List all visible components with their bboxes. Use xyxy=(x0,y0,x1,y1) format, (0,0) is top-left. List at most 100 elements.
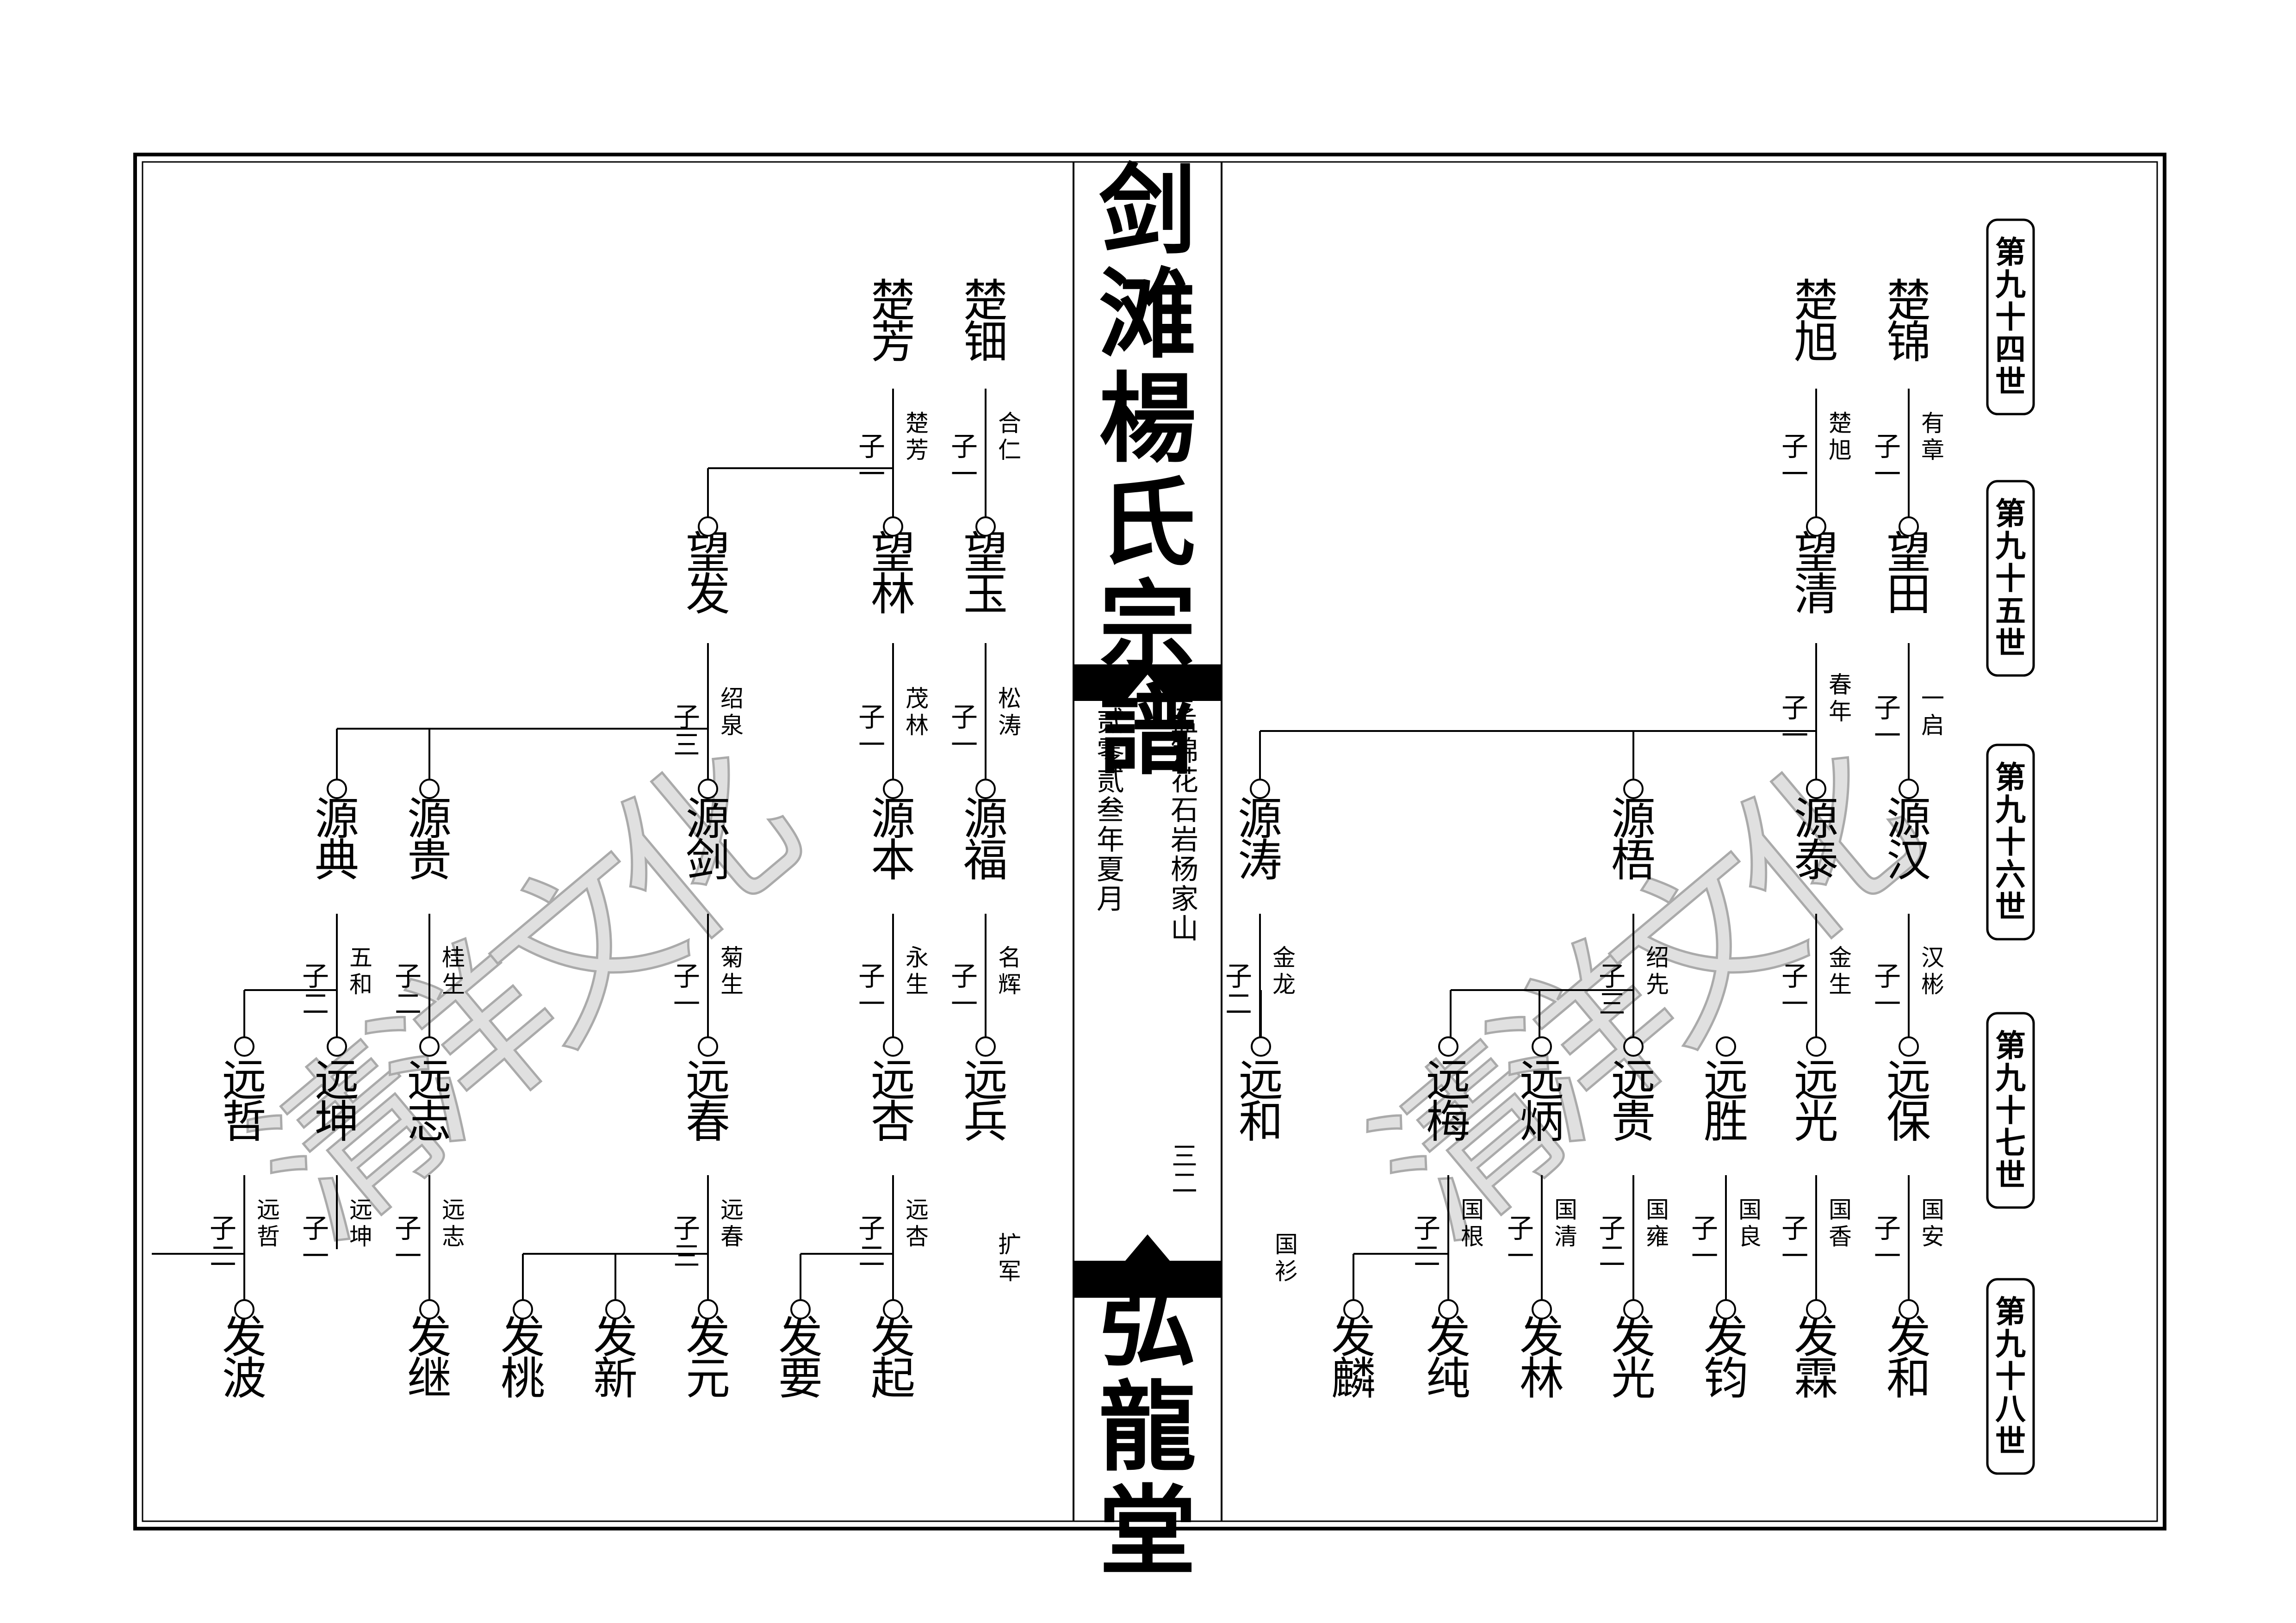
person-name-l11: 远兵 xyxy=(963,1054,1008,1148)
person-name-l11-char: 远 xyxy=(963,1054,1008,1106)
person-name-r1: 楚锦 xyxy=(1886,275,1931,368)
son-count: 子二 xyxy=(858,1213,885,1272)
son-count-char: 二 xyxy=(1414,1240,1440,1272)
spouse-note-char: 和 xyxy=(349,971,372,998)
book-title-char: 氏 xyxy=(1099,466,1196,580)
person-name-r10: 远光 xyxy=(1794,1054,1838,1148)
book-hall: 弘龍堂 xyxy=(1099,1266,1196,1589)
person-name-r14: 远梅 xyxy=(1426,1054,1471,1148)
person-name-l18-char: 要 xyxy=(778,1353,823,1405)
person-node xyxy=(1623,1036,1644,1057)
generation-label-char: 十 xyxy=(1995,1092,2026,1128)
person-name-l11-char: 兵 xyxy=(963,1096,1008,1148)
generation-label-char: 世 xyxy=(1995,889,2026,925)
son-count-char: 二 xyxy=(210,1240,236,1272)
person-name-r16: 发和 xyxy=(1886,1311,1931,1405)
person-name-l15-char: 坤 xyxy=(315,1096,359,1148)
person-name-r21: 发纯 xyxy=(1426,1311,1471,1405)
person-name-r12: 远贵 xyxy=(1611,1054,1656,1148)
tree-lines xyxy=(152,389,1910,1300)
person-name-r5-char: 源 xyxy=(1886,793,1931,845)
spouse-note-char: 香 xyxy=(1829,1223,1852,1250)
son-count-char: 子 xyxy=(1781,1213,1808,1244)
person-name-r4-char: 清 xyxy=(1794,569,1838,620)
generation-label-box xyxy=(1986,1278,2035,1475)
spouse-note-char: 龙 xyxy=(1272,971,1296,998)
spouse-note-char: 安 xyxy=(1921,1223,1944,1250)
person-name-l4: 望林 xyxy=(871,527,915,620)
person-name-l1: 楚钿 xyxy=(963,275,1008,368)
person-name-r6: 源泰 xyxy=(1794,793,1838,886)
spouse-note-char: 年 xyxy=(1829,698,1852,725)
person-name-l5-char: 发 xyxy=(686,569,730,620)
son-count-char: 子 xyxy=(1225,960,1252,992)
spouse-note-char: 有 xyxy=(1921,410,1944,437)
person-node xyxy=(975,779,996,799)
son-count: 子二 xyxy=(1414,1213,1440,1272)
son-count-char: 二 xyxy=(858,1240,885,1272)
son-count: 子三 xyxy=(673,701,700,761)
son-count: 子二 xyxy=(1225,960,1252,1020)
spouse-note-char: 合 xyxy=(998,410,1021,437)
compiler-line-char: 锦 xyxy=(1171,735,1198,768)
person-name-r8-char: 涛 xyxy=(1238,835,1282,886)
spouse-note-char: 远 xyxy=(349,1196,372,1223)
person-name-r7-char: 源 xyxy=(1611,793,1656,845)
person-name-l9-char: 贵 xyxy=(407,835,452,886)
generation-label-box xyxy=(1986,480,2035,677)
person-node xyxy=(1899,516,1919,537)
person-name-r2-char: 楚 xyxy=(1794,275,1838,327)
person-node xyxy=(1623,1299,1644,1319)
book-spine xyxy=(1073,162,1222,1521)
person-name-l20-char: 新 xyxy=(593,1353,638,1405)
spouse-note-char: 国 xyxy=(1461,1196,1484,1223)
spouse-note-char: 桂 xyxy=(442,944,465,971)
son-count-char: 一 xyxy=(858,458,885,490)
spine-ornament-bottom xyxy=(1074,1234,1222,1298)
book-title-char: 宗 xyxy=(1099,570,1196,684)
person-name-r22-char: 发 xyxy=(1331,1311,1376,1363)
spouse-note: 松涛 xyxy=(998,685,1021,739)
person-node xyxy=(883,1036,903,1057)
person-name-l9-char: 源 xyxy=(407,793,452,845)
person-name-r6-char: 源 xyxy=(1794,793,1838,845)
spouse-note: 楚芳 xyxy=(906,410,929,464)
person-name-r22: 发麟 xyxy=(1331,1311,1376,1405)
person-node xyxy=(790,1299,811,1319)
son-count-char: 一 xyxy=(1781,1240,1808,1272)
person-name-r7-char: 梧 xyxy=(1611,835,1656,886)
person-node xyxy=(698,1036,718,1057)
son-count-char: 子 xyxy=(1874,960,1901,992)
person-node xyxy=(1806,516,1826,537)
person-name-r3-char: 田 xyxy=(1886,569,1931,620)
person-name-r15: 远和 xyxy=(1239,1054,1283,1148)
date-line-char: 贰 xyxy=(1097,706,1124,738)
son-count-char: 子 xyxy=(858,1213,885,1244)
spouse-note: 远坤 xyxy=(349,1196,372,1250)
page-number-char: 二 xyxy=(1172,1169,1198,1199)
person-name-l17: 发起 xyxy=(871,1311,915,1405)
person-name-l7: 源本 xyxy=(871,793,915,886)
son-count-char: 一 xyxy=(951,458,978,490)
son-count-char: 二 xyxy=(395,988,422,1020)
person-name-l1-char: 楚 xyxy=(963,275,1008,327)
generation-label-char: 第 xyxy=(1995,1294,2026,1330)
person-name-r11-char: 胜 xyxy=(1704,1096,1748,1148)
person-name-l2-char: 芳 xyxy=(871,316,915,368)
spouse-note-char: 永 xyxy=(906,944,929,971)
person-name-l19: 发元 xyxy=(686,1311,730,1405)
person-node xyxy=(1716,1299,1736,1319)
son-count: 子一 xyxy=(951,960,978,1020)
generation-label-char: 七 xyxy=(1995,1125,2026,1161)
person-node xyxy=(234,1036,254,1057)
son-count: 子三 xyxy=(673,1213,700,1272)
spouse-note: 国根 xyxy=(1461,1196,1484,1250)
son-count-char: 子 xyxy=(210,1213,236,1244)
spouse-note: 国良 xyxy=(1738,1196,1762,1250)
spouse-note-char: 志 xyxy=(442,1223,465,1250)
person-name-r6-char: 泰 xyxy=(1794,835,1838,886)
person-name-l8-char: 源 xyxy=(686,793,730,845)
son-count-char: 子 xyxy=(1781,431,1808,462)
